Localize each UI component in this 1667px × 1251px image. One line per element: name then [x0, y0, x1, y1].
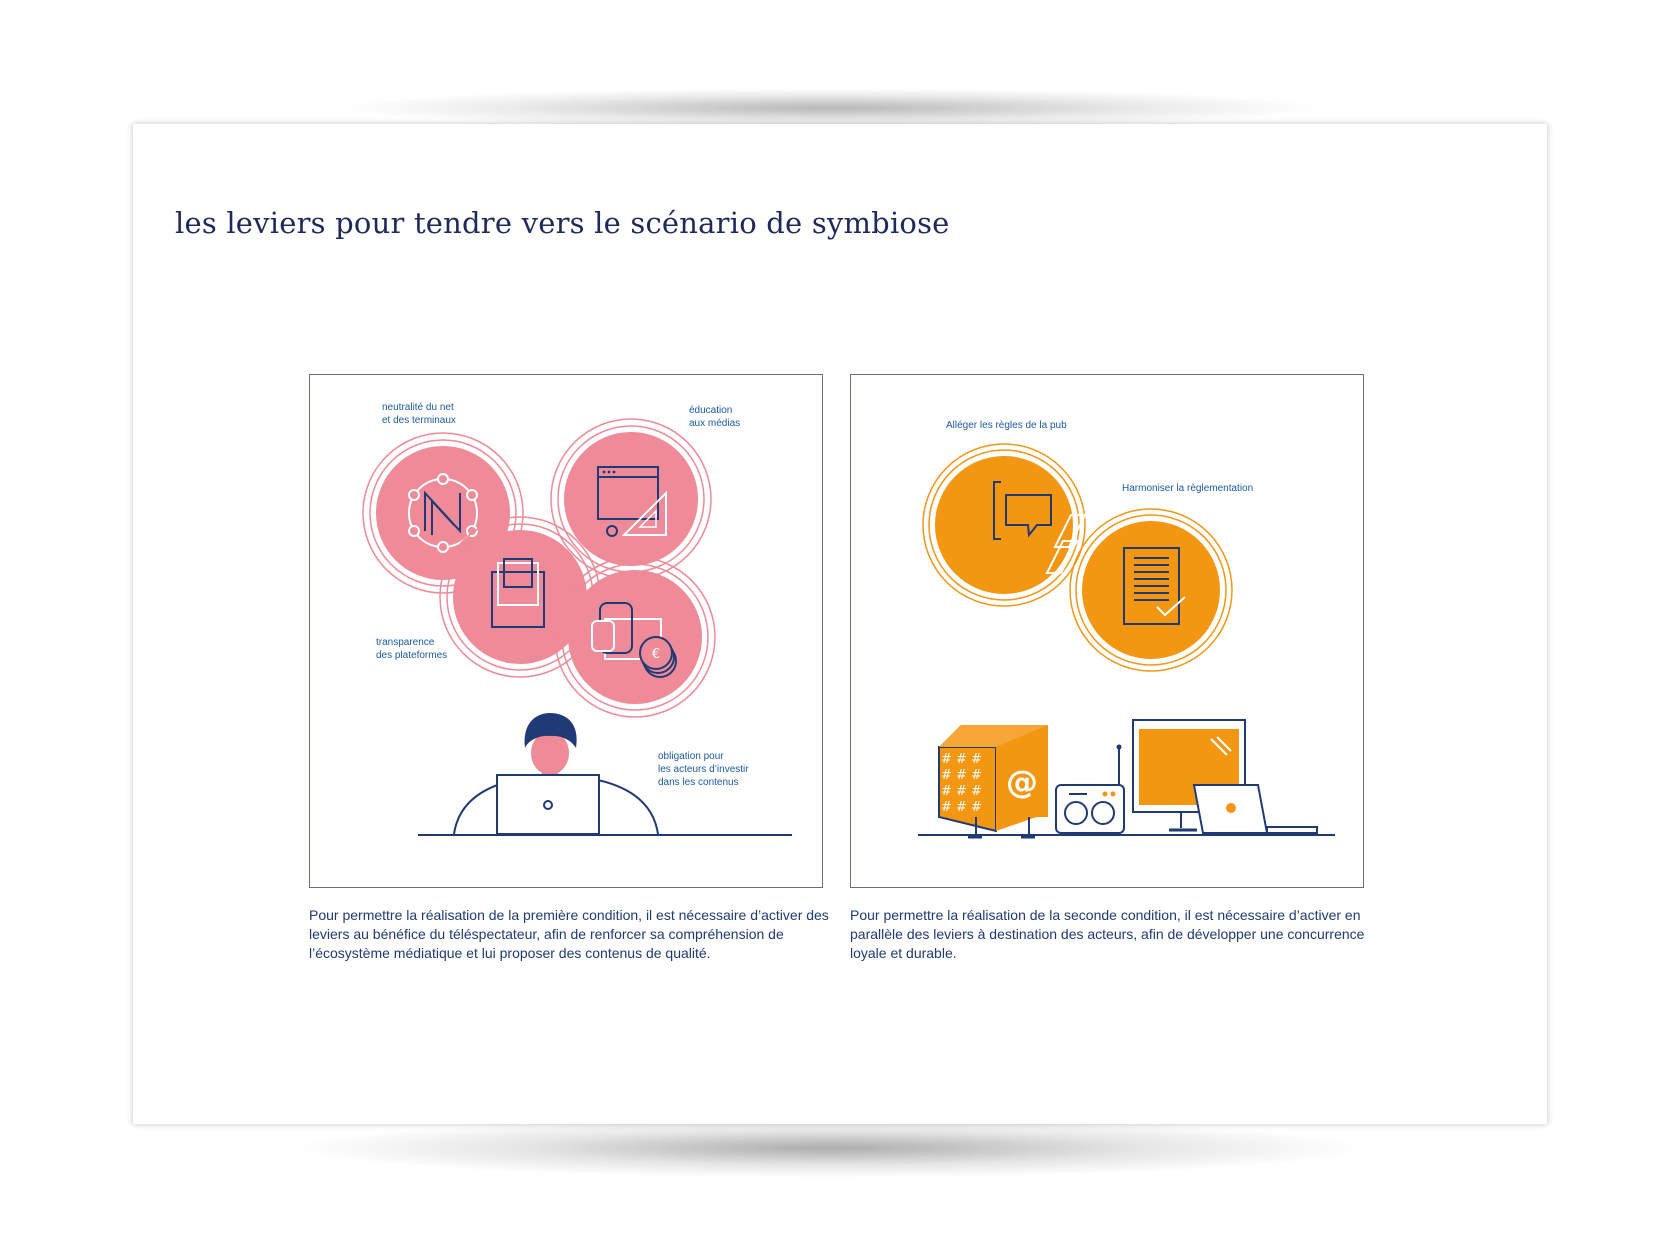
- actor-levers-illustration: # # # # # # # # # # # # @: [918, 443, 1335, 839]
- svg-text:#: #: [971, 752, 982, 767]
- person-laptop-icon: [418, 713, 792, 836]
- speech-bubble-icon: [922, 443, 1087, 607]
- svg-text:#: #: [971, 784, 982, 799]
- document-page: les leviers pour tendre vers le scénario…: [133, 124, 1547, 1124]
- browser-ruler-icon: [550, 418, 712, 580]
- svg-text:#: #: [941, 752, 952, 767]
- svg-text:#: #: [956, 768, 967, 783]
- label-net-neutrality: neutralité du net et des terminaux: [382, 402, 456, 426]
- viewer-levers-caption: Pour permettre la réalisation de la prem…: [309, 907, 829, 961]
- viewer-levers-panel: € neutralité du net et des terminaux édu…: [309, 374, 823, 888]
- actor-levers-panel: # # # # # # # # # # # # @: [850, 374, 1364, 888]
- page-shadow-top: [330, 88, 1330, 128]
- label-ad-rules: Alléger les règles de la pub: [946, 420, 1067, 431]
- svg-text:#: #: [956, 800, 967, 815]
- svg-text:#: #: [971, 800, 982, 815]
- hashtag-cube-icon: # # # # # # # # # # # # @: [938, 725, 1048, 839]
- screens-coins-icon: €: [554, 556, 716, 718]
- actor-levers-caption: Pour permettre la réalisation de la seco…: [850, 907, 1365, 961]
- page-title: les leviers pour tendre vers le scénario…: [175, 206, 950, 240]
- svg-text:#: #: [956, 784, 967, 799]
- label-harmonize-regulation: Harmoniser la règlementation: [1122, 483, 1254, 494]
- label-platform-transparency: transparence des plateformes: [376, 637, 448, 661]
- svg-text:#: #: [956, 752, 967, 767]
- svg-text:#: #: [941, 768, 952, 783]
- label-media-education: éducation aux médias: [689, 405, 741, 429]
- svg-text:#: #: [941, 784, 952, 799]
- viewer-levers-illustration: €: [362, 418, 792, 836]
- page-shadow-bottom: [290, 1118, 1370, 1178]
- svg-text:#: #: [971, 768, 982, 783]
- svg-text:€: €: [652, 647, 660, 662]
- svg-text:#: #: [941, 800, 952, 815]
- checked-document-icon: [1069, 508, 1233, 672]
- radio-icon: [1055, 744, 1125, 834]
- laptop-icon: [1192, 784, 1318, 834]
- svg-text:@: @: [1006, 763, 1038, 801]
- label-investment-obligation: obligation pour les acteurs d’investir d…: [658, 751, 749, 788]
